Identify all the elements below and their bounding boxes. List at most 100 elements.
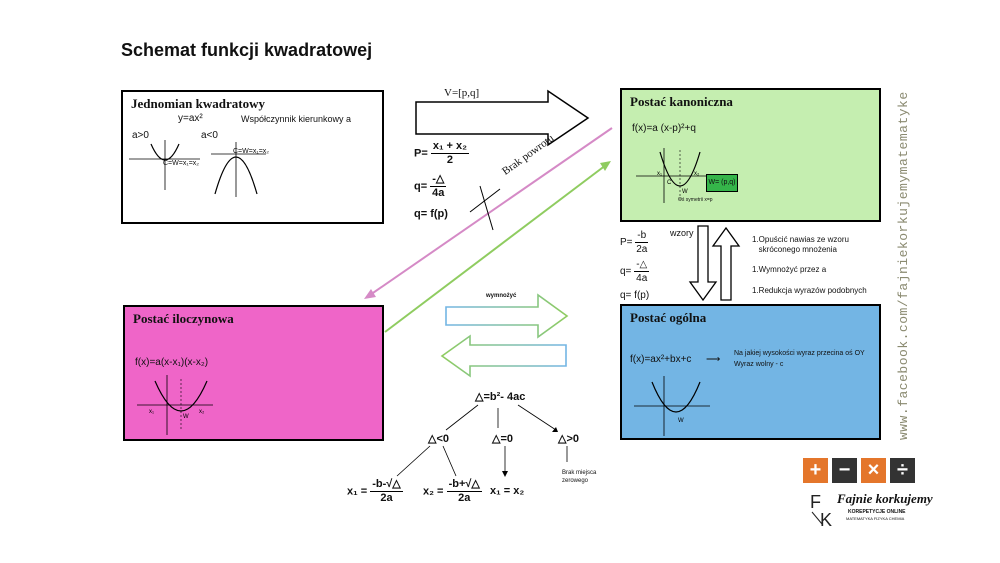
wzory-q-den: 4a [636, 273, 648, 284]
v-label: V=[p,q] [444, 87, 480, 99]
x1-fraction: -b-√△ 2a [370, 478, 403, 505]
w-badge: W= (p,q) [706, 174, 738, 192]
svg-text:F: F [810, 492, 821, 512]
ogolna-arrow: ⟶ [706, 354, 721, 365]
vertex-label-neg: C=W=x₁=x₂ [233, 148, 270, 155]
q-label: q= [414, 180, 428, 193]
arrow-right-gradient [445, 293, 569, 339]
kanoniczna-graph: x₁ C x₂ W [636, 148, 707, 203]
ogolna-formula: f(x)=ax²+bx+c [630, 354, 692, 365]
tree-arrow-right [552, 427, 558, 432]
fk-monogram-icon: F K [810, 492, 832, 530]
arrow-up [711, 226, 741, 301]
axis-symmetry-note: Oś symetrii x=p [678, 197, 713, 203]
jednomian-box: Jednomian kwadratowy y=ax² Współczynnik … [121, 90, 384, 224]
delta-lt: △<0 [428, 433, 450, 445]
times-icon: × [861, 458, 886, 483]
wzory-p-fraction: -b 2a [635, 229, 649, 256]
kanoniczna-box: Postać kanoniczna f(x)=a (x-p)²+q x₁ C x… [620, 88, 881, 222]
wymnozyc-label: wymnożyć [486, 293, 517, 299]
p-fraction: x₁ + x₂ 2 [430, 140, 470, 167]
plus-icon: + [803, 458, 828, 483]
a-negative-label: a<0 [201, 130, 218, 141]
x-equal-result: x₁ = x₂ [490, 485, 525, 497]
q-fraction: -△ 4a [430, 173, 447, 200]
iloczynowa-formula: f(x)=a(x-x₁)(x-x₂) [135, 357, 209, 368]
step-2: 1.Wymnożyć przez a [752, 265, 827, 274]
delta-eq: △=0 [492, 433, 514, 445]
wzory-p: P= -b 2a [620, 229, 649, 256]
x2-label: x₂ = [423, 485, 444, 498]
ogolna-w-label: W [678, 418, 684, 424]
wzory-q: q= -△ 4a [620, 258, 650, 285]
parabola-up-graph [129, 140, 200, 190]
wzory-q-fraction: -△ 4a [634, 258, 650, 285]
x2-fraction: -b+√△ 2a [446, 478, 482, 505]
minus-icon: − [832, 458, 857, 483]
pink-arrow-head [364, 289, 376, 299]
delta-main: △=b²- 4ac [475, 391, 526, 403]
ogolna-note-1: Na jakiej wysokości wyraz przecina oś OY [734, 350, 865, 357]
parabola-down-graph [211, 142, 266, 197]
step-1: 1.Opuścić nawias ze wzoru skróconego mno… [752, 235, 849, 254]
p-denominator: 2 [446, 154, 453, 166]
x1-formula: x₁ = -b-√△ 2a [347, 478, 403, 505]
wzory-p-label: P= [620, 237, 633, 249]
page-title: Schemat funkcji kwadratowej [121, 40, 373, 60]
delta-gt: △>0 [558, 433, 580, 445]
kanon-x1-label: x₁ [657, 171, 662, 177]
logo-tagline: KOREPETYCJE ONLINE [848, 509, 906, 515]
p-label: P= [414, 147, 428, 160]
ilocz-x1-label: x₁ [149, 409, 154, 415]
kanon-w-label: W [682, 189, 688, 195]
jednomian-coef: Współczynnik kierunkowy a [241, 114, 352, 124]
x2-numerator: -b+√△ [446, 478, 482, 492]
green-arrow-head [600, 161, 611, 171]
kanoniczna-formula: f(x)=a (x-p)²+q [632, 123, 696, 134]
iloczynowa-title: Postać iloczynowa [133, 311, 234, 326]
q-formula: q= -△ 4a [414, 173, 447, 200]
step-3: 1.Redukcja wyrazów podobnych [752, 286, 867, 295]
green-arrow-line [384, 164, 607, 333]
q-fp-formula: q= f(p) [414, 208, 448, 220]
p-numerator: x₁ + x₂ [430, 140, 470, 154]
logo-tagline-2: MATEMATYKA FIZYKA CHEMIA [846, 516, 905, 521]
arrow-to-kanoniczna [415, 89, 590, 147]
cross-mark-2 [479, 185, 494, 231]
tree-arrow-eq [502, 471, 508, 477]
x2-denominator: 2a [458, 492, 471, 504]
divide-icon: ÷ [890, 458, 915, 483]
wzory-p-num: -b [635, 230, 649, 243]
wzory-p-den: 2a [636, 244, 648, 255]
wzory-q-fp: q= f(p) [620, 290, 650, 301]
cross-mark-1 [469, 188, 501, 213]
ogolna-title: Postać ogólna [630, 310, 707, 325]
tree-line-lt-left [396, 445, 431, 477]
vertex-label-pos: C=W=x₁=x₂ [163, 160, 200, 167]
arrow-left-gradient [440, 334, 567, 378]
q-denominator: 4a [432, 187, 445, 199]
iloczynowa-graph: x₁ x₂ W [137, 375, 213, 435]
ilocz-x2-label: x₂ [199, 409, 205, 415]
ogolna-graph: W [634, 376, 710, 436]
no-zero-note: Brak miejsca zerowego [562, 470, 597, 484]
x1-denominator: 2a [380, 492, 393, 504]
logo-brand: Fajnie korkujemy [837, 491, 933, 506]
kanoniczna-title: Postać kanoniczna [630, 94, 733, 109]
ogolna-note-2: Wyraz wolny - c [734, 361, 784, 368]
jednomian-formula: y=ax² [178, 113, 203, 124]
facebook-watermark: www.facebook.com/fajniekorkujemymatematy… [896, 91, 911, 440]
ogolna-box: Postać ogólna f(x)=ax²+bx+c ⟶ Na jakiej … [620, 304, 881, 440]
kanon-x2-label: x₂ [694, 171, 700, 177]
tree-line-right [517, 404, 557, 431]
pink-arrow-line [369, 127, 613, 296]
x1-label: x₁ = [347, 485, 368, 498]
tree-line-lt-right [442, 445, 457, 477]
arrow-down [688, 225, 718, 302]
x1-numerator: -b-√△ [370, 478, 403, 492]
ilocz-w-label: W [183, 414, 189, 420]
a-positive-label: a>0 [132, 130, 149, 141]
q-numerator: -△ [430, 173, 447, 187]
jednomian-title: Jednomian kwadratowy [131, 96, 265, 111]
